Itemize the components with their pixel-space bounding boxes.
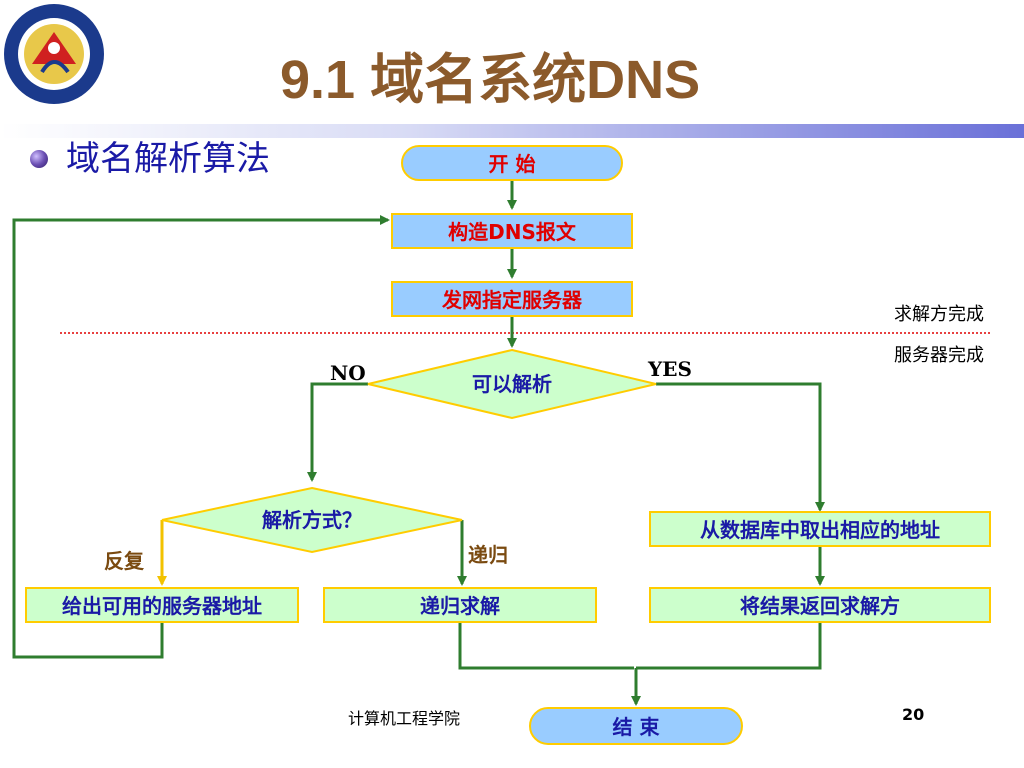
return-result-label: 将结果返回求解方 bbox=[740, 594, 900, 618]
give-server-node bbox=[25, 587, 299, 623]
fetch-db-node bbox=[649, 511, 991, 547]
return-result-node bbox=[649, 587, 991, 623]
recursive-resolve-node bbox=[323, 587, 597, 623]
fetch-db-label: 从数据库中取出相应的地址 bbox=[700, 518, 940, 542]
bullet-icon bbox=[30, 150, 48, 168]
arrow-loop-back bbox=[12, 215, 390, 659]
method-decision-node bbox=[161, 486, 463, 554]
arrow-no-branch bbox=[307, 382, 368, 482]
arrow-return-to-end bbox=[636, 622, 822, 670]
arrow-recursive-to-end bbox=[458, 622, 634, 670]
arrow-yes-branch bbox=[656, 382, 825, 512]
no-label: NO bbox=[330, 361, 366, 385]
page-number: 20 bbox=[902, 705, 924, 724]
recursive-label: 递归 bbox=[468, 543, 508, 567]
institute-seal-icon bbox=[4, 4, 104, 104]
decision-label: 可以解析 bbox=[472, 372, 552, 396]
build-dns-label: 构造DNS报文 bbox=[448, 220, 577, 244]
footer-school: 计算机工程学院 bbox=[348, 709, 460, 728]
bullet-text: 域名解析算法 bbox=[66, 139, 270, 179]
end-label: 结 束 bbox=[613, 715, 661, 739]
build-dns-node bbox=[391, 213, 633, 249]
title-underline-bar bbox=[0, 124, 1024, 138]
yes-label: YES bbox=[647, 357, 692, 381]
repeat-label: 反复 bbox=[104, 549, 145, 573]
send-label: 发网指定服务器 bbox=[441, 288, 583, 312]
give-server-label: 给出可用的服务器地址 bbox=[62, 594, 262, 618]
method-decision-label: 解析方式？ bbox=[262, 508, 362, 532]
recursive-resolve-label: 递归求解 bbox=[420, 594, 500, 618]
decision-node bbox=[367, 348, 657, 420]
send-node bbox=[391, 281, 633, 317]
start-label: 开 始 bbox=[489, 152, 536, 176]
legend-client: 求解方完成 bbox=[894, 304, 984, 325]
start-node bbox=[401, 145, 623, 181]
page-title: 9.1 域名系统DNS bbox=[280, 50, 701, 110]
end-node bbox=[529, 707, 743, 745]
legend-server: 服务器完成 bbox=[894, 345, 984, 366]
